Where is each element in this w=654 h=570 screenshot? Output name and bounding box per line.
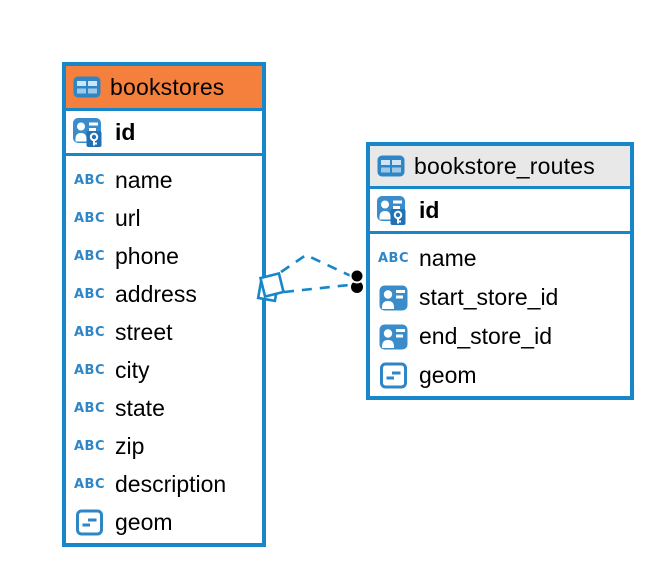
relationship-diamond-endpoint[interactable] — [256, 271, 286, 303]
primary-key-name: id — [419, 196, 440, 223]
primary-key-row[interactable]: id — [370, 189, 630, 234]
text-type-icon: ABC — [73, 438, 105, 454]
column-row[interactable]: end_store_id — [370, 317, 630, 356]
text-type-icon: ABC — [73, 248, 105, 264]
entity-table-bookstore-routes[interactable]: bookstore_routes id ABC name — [366, 142, 634, 400]
column-row[interactable]: ABC zip — [66, 427, 262, 465]
column-row[interactable]: ABC address — [66, 275, 262, 313]
text-type-icon: ABC — [73, 172, 105, 188]
column-row[interactable]: ABC description — [66, 465, 262, 503]
columns-list: ABC name start_store_id end_store_id — [370, 234, 630, 395]
primary-key-icon — [377, 195, 406, 225]
column-name: geom — [419, 362, 477, 388]
column-row[interactable]: ABC phone — [66, 237, 262, 275]
column-row[interactable]: ABC name — [66, 161, 262, 199]
column-name: state — [115, 394, 165, 421]
column-row[interactable]: ABC street — [66, 313, 262, 351]
column-name: name — [115, 166, 173, 193]
column-row[interactable]: geom — [370, 356, 630, 395]
column-name: description — [115, 470, 227, 497]
column-row[interactable]: start_store_id — [370, 278, 630, 317]
column-row[interactable]: ABC name — [370, 239, 630, 278]
column-name: geom — [115, 508, 173, 535]
table-icon — [377, 155, 405, 177]
text-type-icon: ABC — [73, 476, 105, 492]
relationship-dot-endpoint[interactable] — [349, 268, 365, 294]
table-title: bookstores — [110, 73, 225, 100]
foreign-key-icon — [379, 285, 408, 310]
table-header-bookstores[interactable]: bookstores — [66, 66, 262, 111]
column-name: address — [115, 280, 197, 307]
column-name: name — [419, 245, 477, 271]
column-row[interactable]: ABC state — [66, 389, 262, 427]
primary-key-name: id — [115, 118, 136, 145]
column-row[interactable]: ABC url — [66, 199, 262, 237]
table-icon — [73, 76, 101, 98]
column-name: zip — [115, 432, 145, 459]
relationship-lines[interactable] — [280, 253, 352, 294]
column-row[interactable]: geom — [66, 503, 262, 541]
text-type-icon: ABC — [73, 286, 105, 302]
column-name: end_store_id — [419, 323, 552, 349]
column-name: phone — [115, 242, 179, 269]
text-type-icon: ABC — [73, 400, 105, 416]
column-name: street — [115, 318, 173, 345]
column-name: url — [115, 204, 141, 231]
column-name: start_store_id — [419, 284, 559, 310]
text-type-icon: ABC — [73, 362, 105, 378]
geometry-type-icon — [380, 362, 407, 389]
primary-key-row[interactable]: id — [66, 111, 262, 156]
entity-table-bookstores[interactable]: bookstores id ABC name ABC url ABC phone — [62, 62, 266, 547]
column-name: city — [115, 356, 150, 383]
text-type-icon: ABC — [73, 324, 105, 340]
primary-key-icon — [73, 117, 102, 147]
text-type-icon: ABC — [73, 210, 105, 226]
column-row[interactable]: ABC city — [66, 351, 262, 389]
geometry-type-icon — [76, 509, 103, 535]
text-type-icon: ABC — [377, 251, 409, 266]
table-title: bookstore_routes — [414, 152, 595, 179]
table-header-bookstore-routes[interactable]: bookstore_routes — [370, 146, 630, 189]
columns-list: ABC name ABC url ABC phone ABC address A… — [66, 156, 262, 541]
foreign-key-icon — [379, 324, 408, 349]
